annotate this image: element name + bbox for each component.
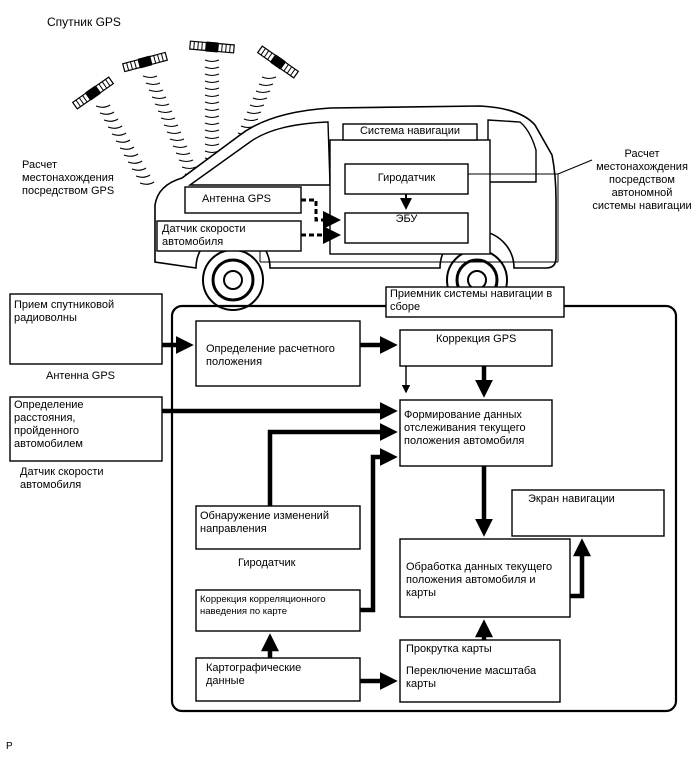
antenna-caption: Антенна GPS bbox=[46, 370, 115, 382]
map-processing-text: Обработка данных текущего положения авто… bbox=[406, 561, 553, 599]
tracking-data-text: Формирование данных отслеживания текущег… bbox=[404, 409, 526, 447]
nav-system-title: Система навигации bbox=[359, 125, 460, 137]
map-scale-text: Переключение масштаба карты bbox=[406, 665, 537, 690]
map-scroll-box bbox=[399, 639, 561, 703]
footer-code: P bbox=[6, 741, 13, 752]
map-data-text: Картографические данные bbox=[206, 662, 302, 687]
distance-detection-text: Определение расстояния, пройденного авто… bbox=[14, 399, 84, 450]
gps-calc-label: Расчет местонахождения посредством GPS bbox=[22, 159, 115, 197]
gyro-box bbox=[344, 163, 469, 195]
satellite-icon-2 bbox=[121, 51, 169, 73]
map-scroll-text: Прокрутка карты bbox=[406, 643, 492, 655]
antenna-to-ecu-arrow bbox=[301, 198, 341, 229]
signal-beam-1 bbox=[95, 104, 155, 185]
autonomous-calc-label: Расчет местонахождения посредством автон… bbox=[592, 148, 692, 212]
map-matching-box bbox=[195, 589, 361, 632]
gyro-caption: Гиродатчик bbox=[238, 557, 296, 569]
estimated-position-box bbox=[195, 320, 361, 387]
direction-change-text: Обнаружение изменений направления bbox=[200, 510, 329, 535]
ecu-box bbox=[344, 212, 469, 244]
receiver-title: Приемник системы навигации в сборе bbox=[390, 288, 553, 313]
nav-system-header bbox=[342, 123, 478, 141]
tracking-data-box bbox=[399, 399, 553, 467]
arrow-direction-to-tracking bbox=[267, 423, 398, 506]
gps-correction-text: Коррекция GPS bbox=[436, 333, 517, 345]
map-data-box bbox=[195, 657, 361, 702]
antenna-box bbox=[184, 186, 302, 214]
satellite-icon-4 bbox=[256, 45, 300, 79]
satellite-icon-1 bbox=[71, 76, 115, 110]
direction-change-box bbox=[195, 505, 361, 550]
map-processing-box bbox=[399, 538, 571, 618]
distance-detection-box bbox=[9, 396, 163, 462]
gyro-label: Гиродатчик bbox=[377, 172, 436, 184]
speed-sensor-box bbox=[156, 220, 302, 252]
map-matching-text: Коррекция корреляционного наведения по к… bbox=[200, 594, 326, 617]
antenna-label: Антенна GPS bbox=[202, 193, 271, 205]
satellite-icon-3 bbox=[189, 40, 235, 54]
nav-screen-text: Экран навигации bbox=[528, 493, 615, 505]
autonomous-leader-out bbox=[557, 159, 593, 175]
estimated-position-text: Определение расчетного положения bbox=[206, 343, 335, 368]
nav-screen-box bbox=[511, 489, 665, 537]
satellite-reception-box bbox=[9, 293, 163, 365]
receiver-title-box bbox=[385, 286, 565, 318]
gps-correction-box bbox=[399, 329, 553, 367]
arrow-processing-to-screen bbox=[570, 538, 591, 599]
satellite-label: Спутник GPS bbox=[47, 15, 121, 29]
satellite-reception-text: Прием спутниковой радиоволны bbox=[14, 299, 115, 324]
signal-beam-2 bbox=[142, 75, 203, 184]
speed-sensor-caption: Датчик скорости автомобиля bbox=[20, 466, 104, 491]
speed-sensor-label: Датчик скорости автомобиля bbox=[162, 223, 246, 248]
arrow-matching-to-tracking bbox=[360, 448, 398, 613]
ecu-label: ЭБУ bbox=[395, 213, 418, 225]
